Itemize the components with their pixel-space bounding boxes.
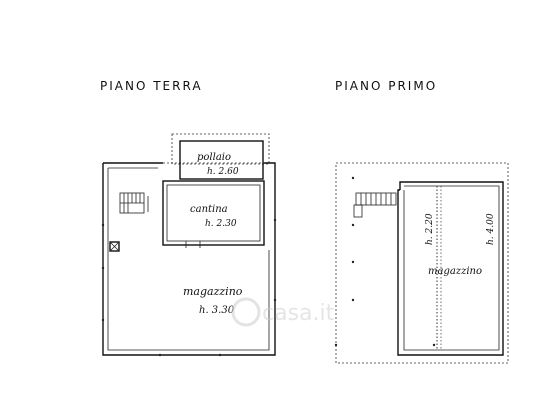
ground-staircase <box>119 192 149 214</box>
ground-floor-boundary <box>102 162 276 356</box>
wall-dot <box>158 353 162 357</box>
pollaio-boundary <box>171 133 270 165</box>
fixture-box <box>109 241 120 252</box>
casa-it-watermark: casa.it <box>231 297 335 327</box>
ground-inner-wall <box>107 168 270 351</box>
wall-dot <box>351 176 355 180</box>
cantina-height: h. 2.30 <box>205 219 237 229</box>
first-floor-title: PIANO PRIMO <box>335 79 437 93</box>
wall-dot <box>334 343 338 347</box>
wall-dot <box>432 343 436 347</box>
first-floor-boundary <box>335 162 509 364</box>
cantina-room <box>162 180 265 246</box>
ground-wall-outline <box>102 162 276 356</box>
height-right-label: h. 4.00 <box>486 213 496 245</box>
wall-dot <box>101 266 105 270</box>
first-floor-room <box>397 181 504 356</box>
first-floor-inner-wall <box>403 185 500 351</box>
wall-dot <box>351 223 355 227</box>
height-left-label: h. 2.20 <box>425 213 435 245</box>
wall-dot <box>218 353 222 357</box>
wall-dot <box>351 260 355 264</box>
ground-floor-plan: pollaio h. 2.60 cantina h. 2.30 <box>101 133 277 357</box>
casa-logo-icon <box>231 297 261 327</box>
wall-dot <box>273 298 277 302</box>
pollaio-room <box>179 140 264 180</box>
pollaio-height: h. 2.60 <box>207 167 239 177</box>
magazzino-ground-height: h. 3.30 <box>199 305 235 316</box>
wall-dot <box>273 218 277 222</box>
pollaio-label: pollaio <box>197 152 231 163</box>
magazzino-first-label: magazzino <box>428 266 482 277</box>
ground-floor-title: PIANO TERRA <box>100 79 203 93</box>
stair-landing <box>353 204 363 218</box>
wall-dot <box>101 318 105 322</box>
fixture-cross <box>109 241 120 252</box>
watermark-text: casa.it <box>262 301 335 326</box>
wall-dot <box>101 223 105 227</box>
cantina-inner-wall <box>166 184 261 242</box>
first-floor-plan: h. 2.20 h. 4.00 magazzino <box>334 162 509 364</box>
cantina-label: cantina <box>190 204 228 215</box>
first-staircase <box>353 192 397 218</box>
wall-dot <box>351 298 355 302</box>
magazzino-ground-label: magazzino <box>183 285 243 298</box>
